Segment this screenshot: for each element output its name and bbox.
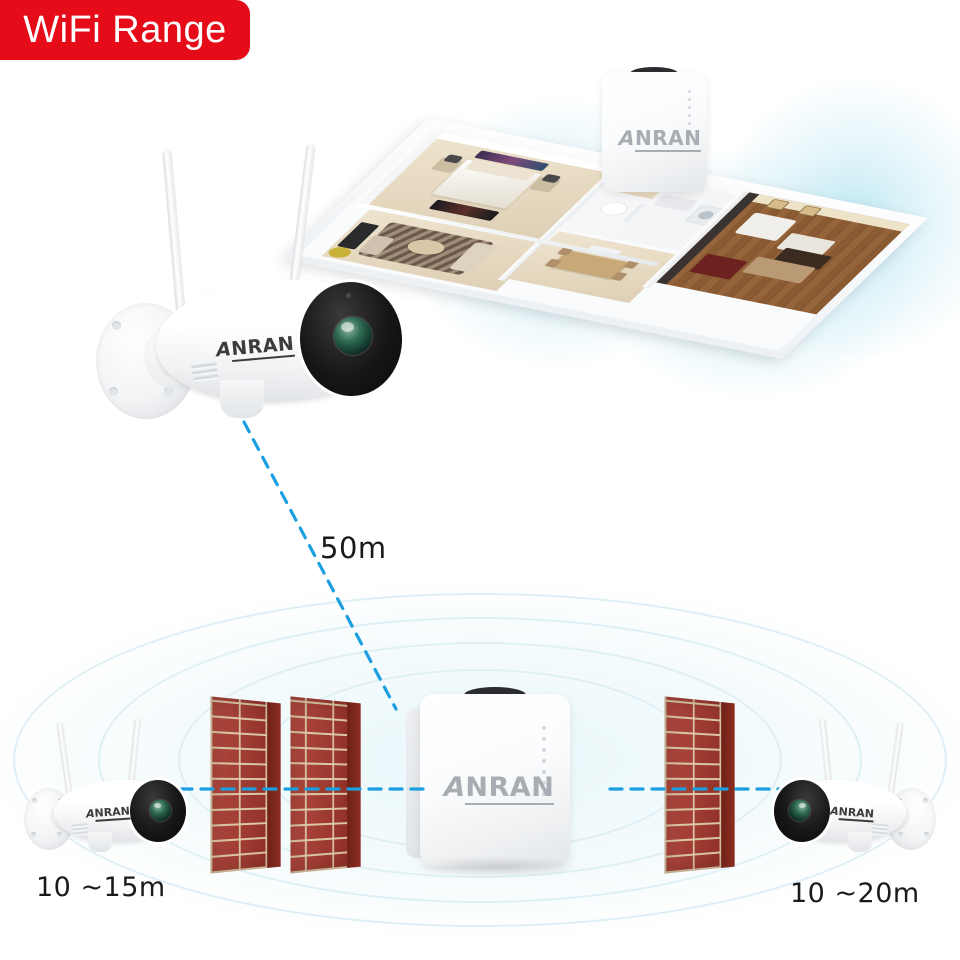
wifi-ring-outer xyxy=(13,593,947,927)
kitchen-counter xyxy=(653,194,699,212)
right-camera-stem xyxy=(848,832,872,852)
left-camera-range-label: 10 ~15m xyxy=(36,872,166,903)
nvr-bottom-led-column xyxy=(542,726,546,796)
wifi-range-badge-label: WiFi Range xyxy=(23,8,227,51)
main-camera-stem xyxy=(220,380,264,418)
main-camera-lens xyxy=(334,317,372,355)
main-camera-logo-mark: A xyxy=(214,337,233,362)
right-camera: ANRAN xyxy=(756,717,936,863)
nvr-house-body: ANRAN xyxy=(602,72,707,192)
nvr-device-house: ANRAN xyxy=(602,67,707,192)
nvr-house-led-column xyxy=(688,90,691,133)
left-camera-logo-text: NRAN xyxy=(94,804,131,822)
brick-wall-left-1 xyxy=(210,696,281,874)
brick-wall-right-edge xyxy=(721,701,735,869)
left-camera-logo-mark: A xyxy=(85,806,96,821)
right-camera-range-label: 10 ~20m xyxy=(790,878,920,909)
nvr-bottom-logo-text: NRAN xyxy=(465,772,555,805)
house-floor-plan: ANRAN xyxy=(282,58,960,408)
brick-wall-left-2-edge xyxy=(347,701,361,869)
nvr-bottom-logo: ANRAN xyxy=(440,772,555,805)
nvr-device-bottom: ANRAN xyxy=(406,687,579,878)
right-camera-lens xyxy=(789,800,810,821)
main-camera-microphone xyxy=(346,293,351,298)
nvr-bottom-shadow xyxy=(414,856,579,878)
left-camera: ANRAN xyxy=(24,717,204,863)
infographic-canvas: WiFi Range xyxy=(0,0,960,929)
nvr-bottom-body: ANRAN xyxy=(420,694,570,866)
left-camera-heat-fins xyxy=(71,823,89,835)
left-camera-stem xyxy=(88,832,112,852)
left-camera-logo: ANRAN xyxy=(85,804,131,822)
right-camera-logo-text: NRAN xyxy=(838,805,875,823)
wifi-range-badge: WiFi Range xyxy=(0,0,250,60)
left-camera-lens xyxy=(150,800,171,821)
brick-wall-right xyxy=(664,696,735,874)
nvr-house-logo-text: NRAN xyxy=(634,126,702,152)
furniture-toilet xyxy=(595,200,633,218)
right-camera-heat-fins xyxy=(871,823,889,835)
nvr-house-logo: ANRAN xyxy=(616,126,702,152)
wifi-ring-2 xyxy=(178,642,782,878)
distance-label-50m: 50m xyxy=(320,531,387,565)
brick-wall-left-2 xyxy=(290,696,361,874)
wifi-ring-3 xyxy=(98,617,862,903)
main-camera: ANRAN xyxy=(96,140,426,440)
brick-wall-left-1-edge xyxy=(267,701,281,869)
